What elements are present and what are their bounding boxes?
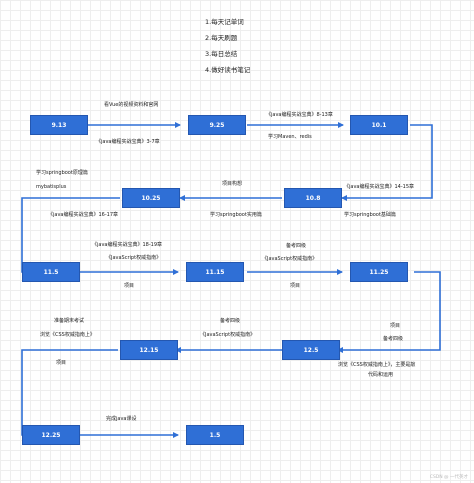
- node-1225[interactable]: 12.25: [22, 425, 80, 445]
- node-115[interactable]: 11.5: [22, 262, 80, 282]
- node-15[interactable]: 1.5: [186, 425, 244, 445]
- edge-label: 《JavaScript权威指南》: [200, 332, 256, 338]
- edge-label: 备考四级: [220, 318, 241, 324]
- node-1125[interactable]: 11.25: [350, 262, 408, 282]
- goal-item: 1.每天记单词: [205, 18, 244, 26]
- edge-label: 《JavaScript权威指南》: [106, 255, 162, 261]
- edge-label: 浏览《CSS权威指南上》，主要是敲: [338, 362, 416, 368]
- node-125[interactable]: 12.5: [282, 340, 340, 360]
- edge-label: 学习springboot原理篇: [36, 170, 88, 176]
- node-913[interactable]: 9.13: [30, 115, 88, 135]
- edge-label: 看Vue的视频资料和官网: [104, 102, 159, 108]
- edge-label: 《java编程实战宝典》18-19章: [92, 242, 163, 248]
- edge-label: 《java编程实战宝典》8-13章: [266, 112, 333, 118]
- edge-label: 浏览《CSS权威指南上》: [40, 332, 95, 338]
- edge-label: 准备期末考试: [54, 318, 85, 324]
- edge-label: 项目构想: [222, 181, 243, 187]
- edge-label: 项目: [124, 283, 135, 289]
- edge-label: 《java编程实战宝典》14-15章: [344, 184, 415, 190]
- arrow-1125-125: [337, 271, 441, 353]
- edge-label: 备考四级: [286, 243, 307, 249]
- edge-label: 《JavaScript权威指南》: [262, 256, 318, 262]
- edge-label: 项目: [390, 323, 401, 329]
- goal-item: 4.做好读书笔记: [205, 66, 251, 74]
- node-1025[interactable]: 10.25: [122, 188, 180, 208]
- edge-label: 《java编程实战宝典》3-7章: [96, 139, 160, 145]
- edge-label: 学习springboot实用篇: [210, 212, 262, 218]
- arrow-101-108: [341, 124, 433, 201]
- node-1115[interactable]: 11.15: [186, 262, 244, 282]
- edge-label: 学习springboot基础篇: [344, 212, 396, 218]
- node-108[interactable]: 10.8: [284, 188, 342, 208]
- edge-label: 项目: [290, 283, 301, 289]
- node-925[interactable]: 9.25: [188, 115, 246, 135]
- edge-label: 备考四级: [383, 336, 404, 342]
- node-101[interactable]: 10.1: [350, 115, 408, 135]
- edge-label: 代码和运用: [368, 372, 394, 378]
- edge-label: 完成java课设: [106, 416, 137, 422]
- edge-label: 《java编程实战宝典》16-17章: [48, 212, 119, 218]
- watermark: CSDN @ 一代英才: [429, 475, 468, 480]
- edge-label: 学习Maven、redis: [268, 134, 312, 140]
- goal-item: 2.每天刷题: [205, 34, 238, 42]
- node-1215[interactable]: 12.15: [120, 340, 178, 360]
- arrow-1215-1225: [21, 349, 118, 438]
- goal-item: 3.每日总结: [205, 50, 238, 58]
- edge-label: 项目: [56, 360, 67, 366]
- edge-label: mybatisplus: [36, 184, 67, 190]
